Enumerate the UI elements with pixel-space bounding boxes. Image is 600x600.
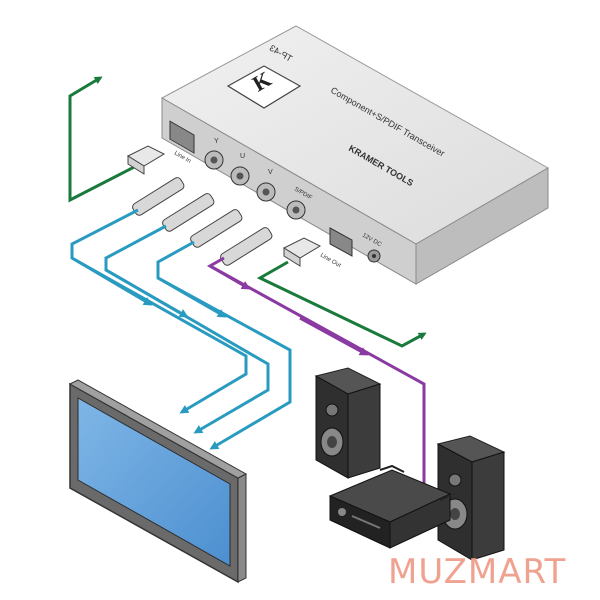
green-data-lines — [68, 76, 427, 348]
rca-plug-icon — [132, 177, 185, 216]
line-out-label: Line Out — [319, 253, 342, 270]
y-jack-label: Y — [214, 138, 219, 145]
kramer-logo: K — [226, 65, 302, 109]
rj45-connector-icon — [126, 145, 166, 175]
device-side-face — [415, 167, 549, 285]
video-lines — [70, 208, 292, 450]
y-jack: Y — [204, 138, 224, 170]
line-out-cable — [256, 260, 427, 348]
u-jack-label: U — [240, 153, 245, 160]
rj45-connector-icon — [282, 237, 322, 267]
watermark-text: MUZMART — [388, 552, 567, 592]
speaker-icon — [314, 367, 382, 479]
speaker-wire-right — [439, 495, 449, 501]
speaker-icon — [436, 435, 506, 561]
rca-plug-icon — [220, 227, 273, 266]
speaker-wire-left — [379, 464, 405, 473]
rca-plugs — [132, 177, 273, 266]
video-line-u — [104, 224, 270, 434]
spdif-audio-line — [206, 256, 429, 495]
tv-display-icon — [68, 379, 248, 584]
video-line-y — [70, 208, 248, 414]
av-receiver-icon — [328, 469, 452, 549]
v-jack-label: V — [268, 169, 273, 176]
u-jack: U — [230, 153, 250, 186]
v-jack: V — [256, 169, 276, 202]
line-in-cable — [68, 76, 141, 203]
transceiver-device: K TP-43 Component+S/PDIF Transceiver KRA… — [160, 25, 550, 285]
